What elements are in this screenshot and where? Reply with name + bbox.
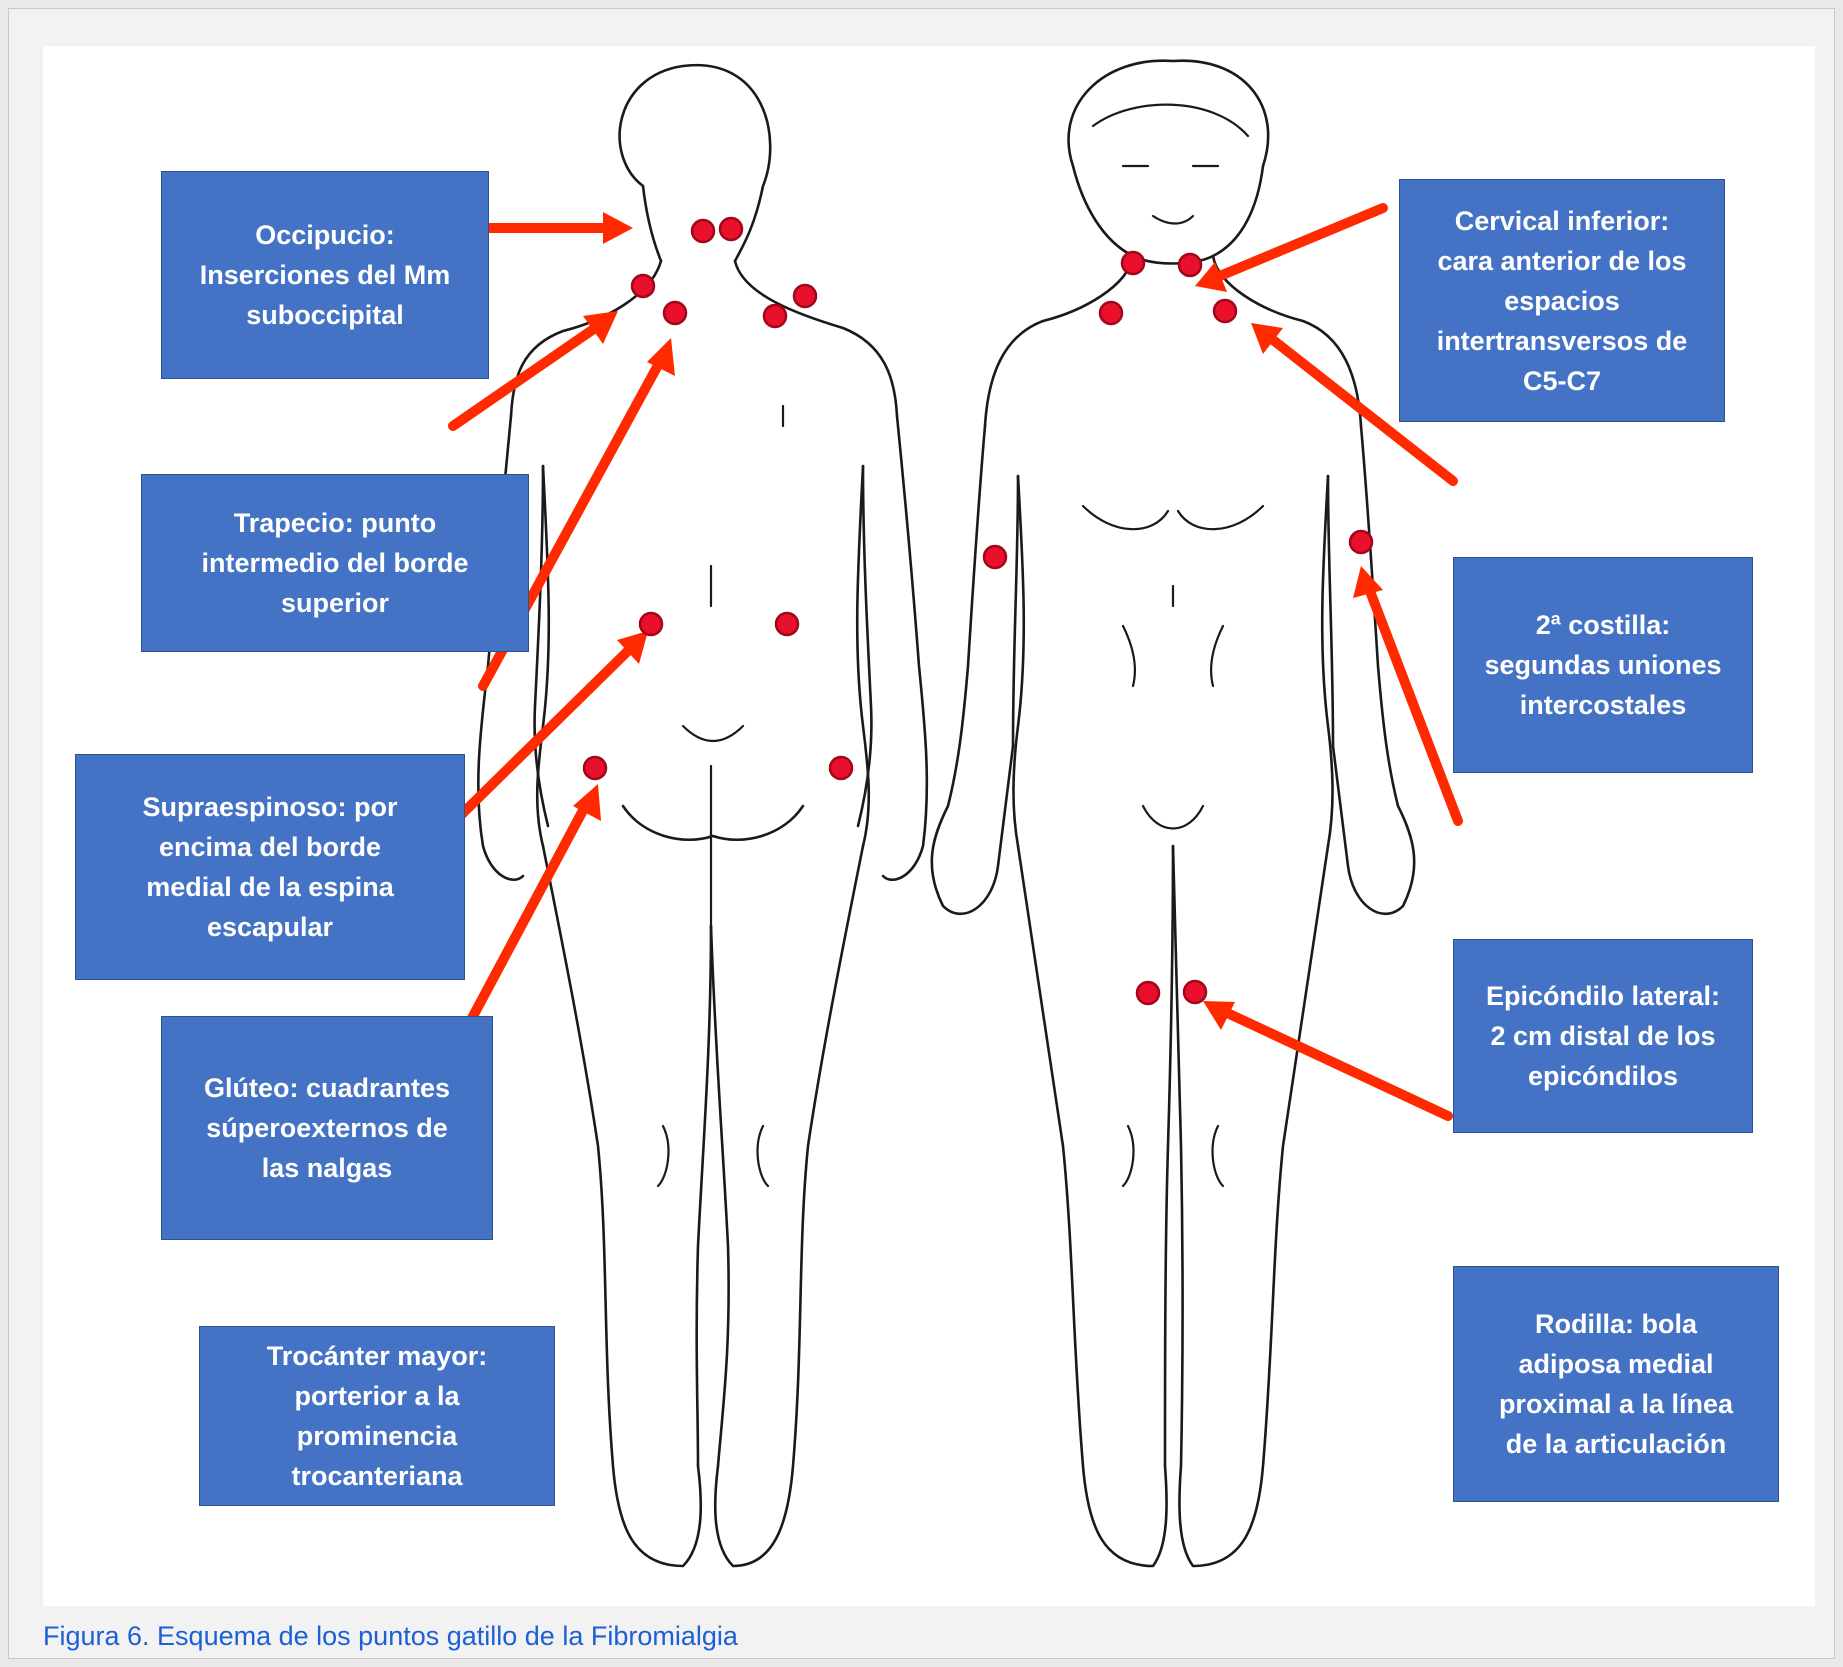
label-gluteo: Glúteo: cuadrantes súperoexternos de las… xyxy=(161,1016,493,1240)
front-knee-right xyxy=(1213,1126,1223,1186)
back-buttocks xyxy=(623,806,803,840)
arrow-epicondilo-head xyxy=(1353,566,1383,598)
back-head-left xyxy=(643,186,661,261)
back-left-leg-inner xyxy=(697,926,711,1466)
arrows xyxy=(409,208,1458,1136)
label-trapecio: Trapecio: punto intermedio del borde sup… xyxy=(141,474,529,652)
back-left-leg-outer xyxy=(543,846,701,1566)
front-right-arm-inner xyxy=(1328,476,1333,746)
trigger-point-trochanter-left xyxy=(584,757,606,779)
trigger-point-trapezius-left xyxy=(632,275,654,297)
front-right-leg-inner xyxy=(1173,846,1183,1466)
trigger-point-supraspinatus-left xyxy=(664,302,686,324)
front-right-leg-outer xyxy=(1179,846,1328,1566)
trigger-point-trapezius-right xyxy=(794,285,816,307)
front-right-hip-mark xyxy=(1211,626,1223,686)
trigger-point-gluteal-right xyxy=(776,613,798,635)
trigger-point-cervical-left xyxy=(1122,252,1144,274)
back-knee-left xyxy=(658,1126,668,1186)
trigger-point-cervical-right xyxy=(1179,254,1201,276)
front-right-shoulder xyxy=(1213,256,1361,426)
back-right-leg-inner xyxy=(711,926,729,1466)
back-right-leg-outer xyxy=(715,846,863,1566)
front-left-shoulder xyxy=(985,256,1133,426)
label-occipucio: Occipucio: Inserciones del Mm suboccipit… xyxy=(161,171,489,379)
back-right-arm-outer xyxy=(883,416,927,880)
figure-frame: Occipucio: Inserciones del Mm suboccipit… xyxy=(8,8,1835,1659)
arrow-cervical xyxy=(1215,208,1383,278)
front-left-breast xyxy=(1083,506,1168,529)
trigger-point-epicondyle-left xyxy=(984,546,1006,568)
label-costilla: 2ª costilla: segundas uniones intercosta… xyxy=(1453,557,1753,773)
label-supraespinoso: Supraespinoso: por encima del borde medi… xyxy=(75,754,465,980)
front-left-leg-outer xyxy=(1018,846,1167,1566)
fibromyalgia-diagram: Occipucio: Inserciones del Mm suboccipit… xyxy=(43,46,1815,1606)
arrow-rodilla xyxy=(1223,1011,1448,1116)
trigger-point-occiput-right xyxy=(720,218,742,240)
trigger-point-epicondyle-right xyxy=(1350,531,1372,553)
back-right-shoulder xyxy=(735,261,897,416)
label-epicondilo: Epicóndilo lateral: 2 cm distal de los e… xyxy=(1453,939,1753,1133)
trigger-point-rib-right xyxy=(1214,300,1236,322)
back-knee-right xyxy=(758,1126,768,1186)
front-hairline xyxy=(1093,105,1248,136)
trigger-point-knee-left xyxy=(1137,982,1159,1004)
front-view-figure xyxy=(932,61,1414,1566)
trigger-points xyxy=(584,218,1372,1004)
label-rodilla: Rodilla: bola adiposa medial proximal a … xyxy=(1453,1266,1779,1502)
figure-caption: Figura 6. Esquema de los puntos gatillo … xyxy=(43,1621,738,1652)
label-trocanter: Trocánter mayor: porterior a la prominen… xyxy=(199,1326,555,1506)
front-mouth xyxy=(1153,216,1193,224)
trigger-point-supraspinatus-right xyxy=(764,305,786,327)
arrow-occipucio-head xyxy=(603,212,633,244)
trigger-point-occiput-left xyxy=(692,220,714,242)
front-left-arm-outer xyxy=(932,426,1013,914)
front-left-arm-inner xyxy=(1013,476,1018,746)
trigger-point-gluteal-left xyxy=(640,613,662,635)
front-head-outline xyxy=(1069,61,1269,264)
front-pubic-mark xyxy=(1143,806,1203,829)
label-cervical: Cervical inferior: cara anterior de los … xyxy=(1399,179,1725,422)
front-knee-left xyxy=(1123,1126,1133,1186)
front-left-hip-mark xyxy=(1123,626,1135,686)
front-left-leg-inner xyxy=(1165,846,1173,1466)
trigger-point-trochanter-right xyxy=(830,757,852,779)
back-lumbar-mark xyxy=(683,726,743,741)
front-right-breast xyxy=(1178,506,1263,529)
trigger-point-rib-left xyxy=(1100,302,1122,324)
trigger-point-knee-right xyxy=(1184,981,1206,1003)
